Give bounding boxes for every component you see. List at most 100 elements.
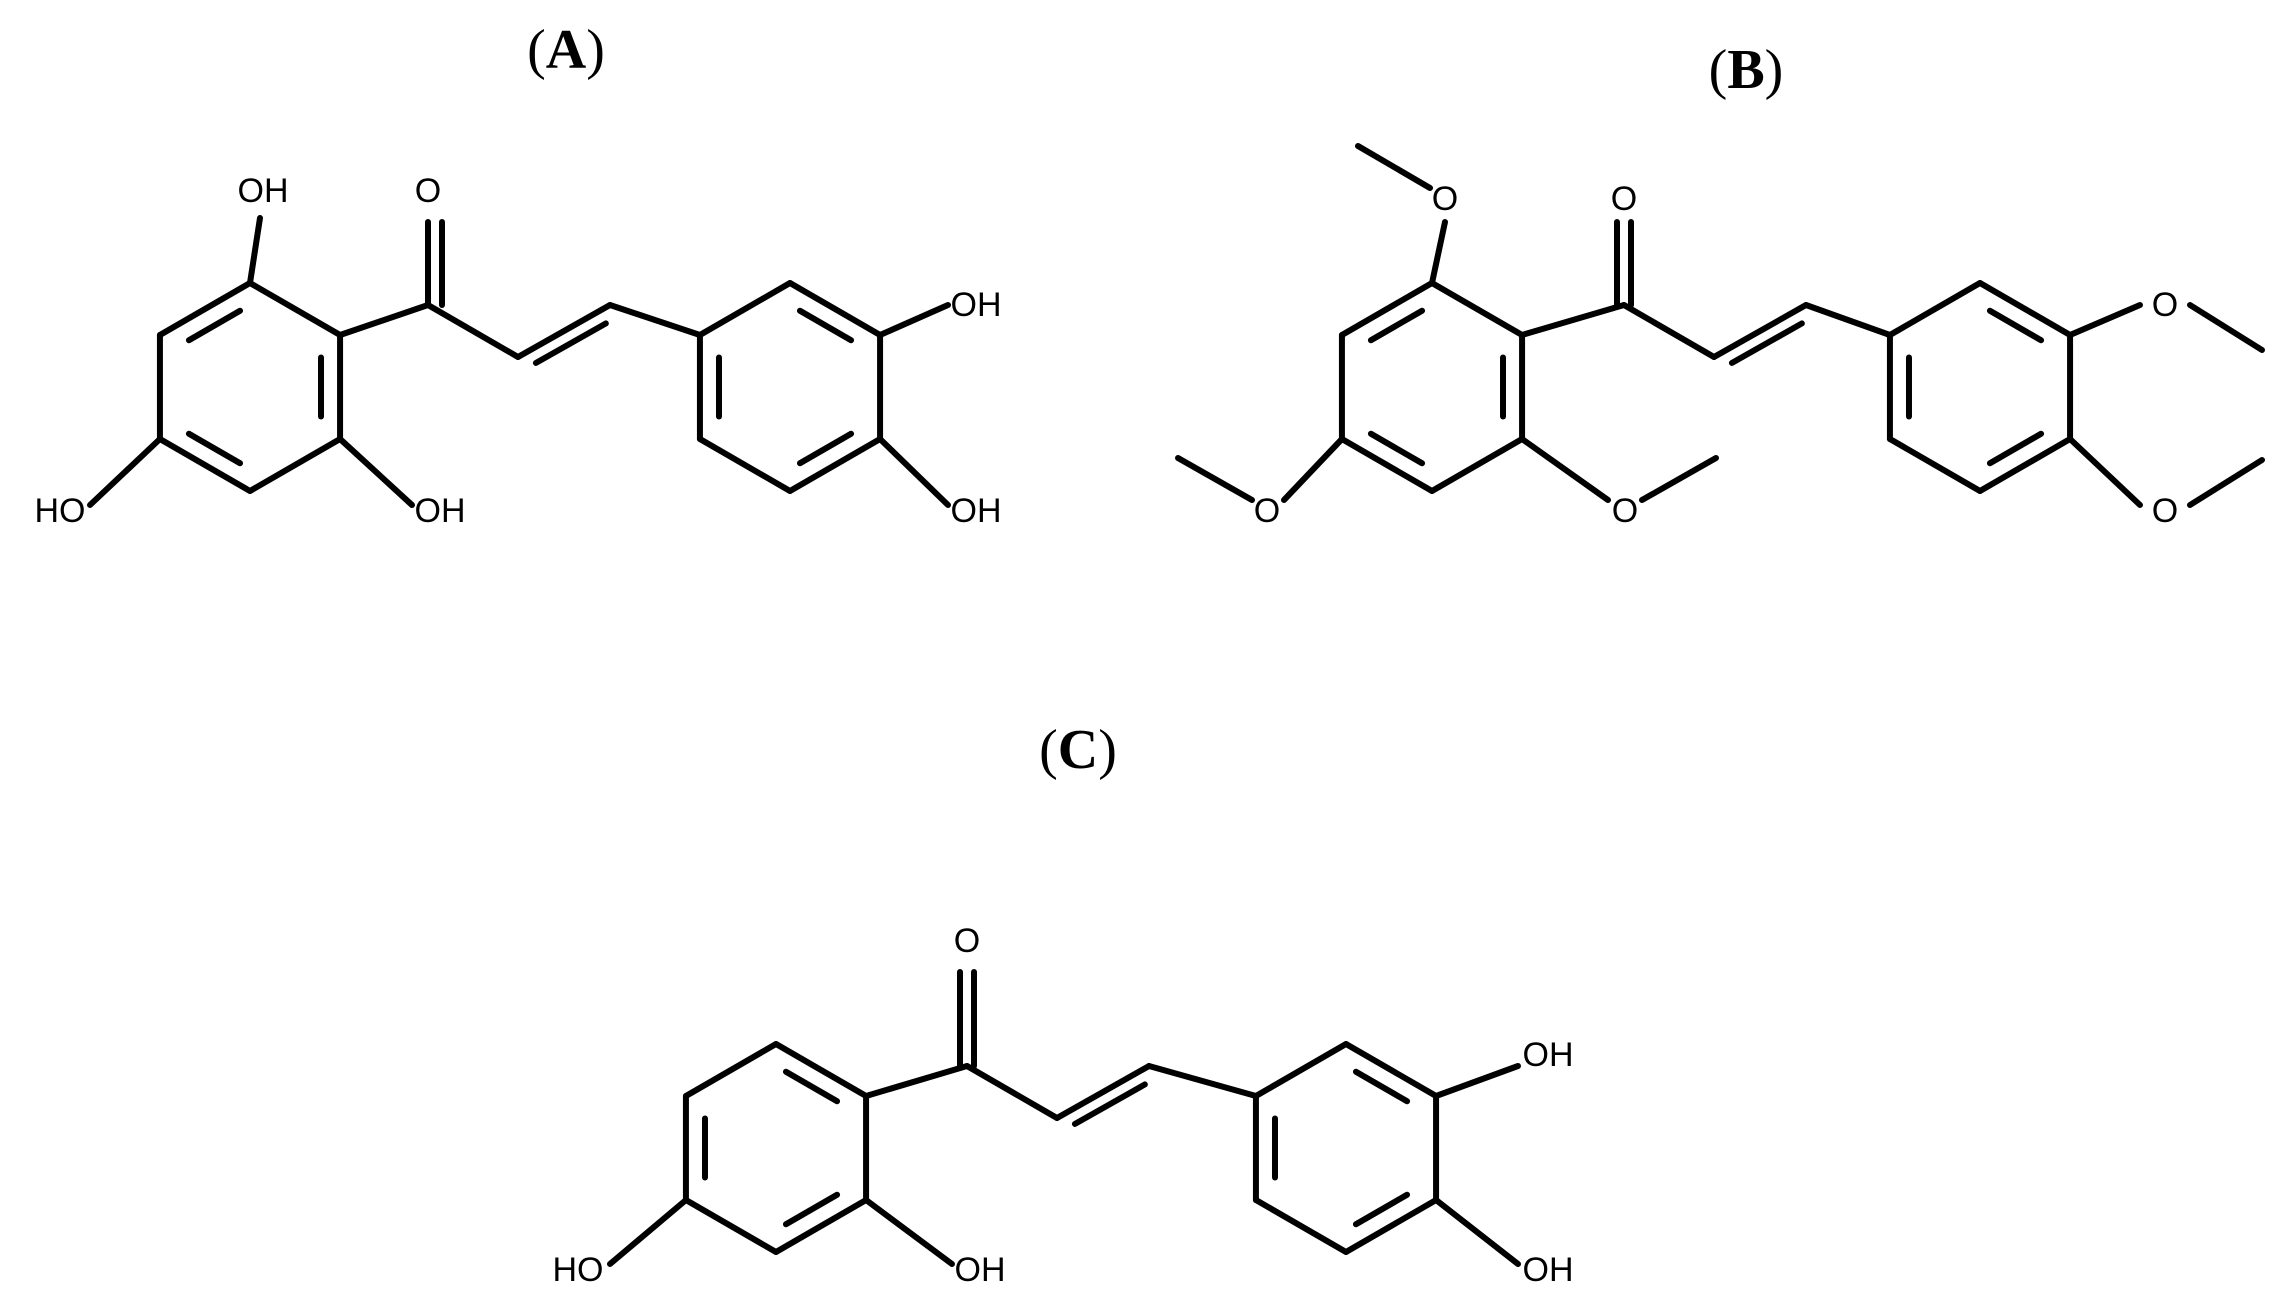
ring-bond xyxy=(787,280,884,338)
panel-b-atom-label: O xyxy=(1254,492,1280,530)
ring-bond xyxy=(156,280,253,338)
bond-line xyxy=(877,436,951,508)
panel-c-atom-label: OH xyxy=(1523,1036,1574,1074)
panel-a-atom-label: HO xyxy=(35,492,86,530)
ring-bond xyxy=(1429,280,1526,338)
ring-bond xyxy=(1343,1197,1440,1255)
ring-double-bond xyxy=(1352,1191,1411,1228)
ring-bond xyxy=(1886,436,1983,494)
ring-bond xyxy=(1338,436,1435,494)
ring-double-bond xyxy=(796,307,855,344)
panel-b: (B) O O O O O O xyxy=(1175,39,2265,530)
bond-line xyxy=(247,215,263,286)
ring-double-bond xyxy=(1367,307,1426,344)
bond-line xyxy=(2067,436,2143,508)
bond-line xyxy=(877,302,951,338)
bond-line xyxy=(863,1197,955,1267)
bond-line xyxy=(607,302,703,338)
ring-bond xyxy=(1252,1041,1349,1099)
ring-bond xyxy=(1252,1197,1349,1255)
double-bond xyxy=(1711,302,1809,360)
double-bond xyxy=(515,302,613,360)
panel-c-atom-label: O xyxy=(954,922,980,960)
panel-a-atom-label: OH xyxy=(415,492,466,530)
ring-double-bond xyxy=(782,1068,841,1105)
panel-a-label: (A) xyxy=(527,19,605,81)
ring-bond xyxy=(1338,280,1435,338)
ring-double-bond xyxy=(1367,430,1426,467)
bond-line xyxy=(425,302,521,360)
ring-bond xyxy=(682,1041,779,1099)
panel-a: (A) OH O OH HO OH OH xyxy=(35,19,1002,530)
panel-a-atom-label: OH xyxy=(238,172,289,210)
bond-line xyxy=(337,436,415,508)
ring-bond xyxy=(1429,436,1526,494)
bond-line xyxy=(1433,1063,1521,1099)
ring-bond xyxy=(773,1197,870,1255)
ring-bond xyxy=(787,436,884,494)
panel-b-atom-label: O xyxy=(1432,180,1458,218)
ring-double-bond xyxy=(1986,307,2045,344)
ring-bond xyxy=(247,280,344,338)
ring-double-bond xyxy=(1352,1068,1411,1105)
bond-line xyxy=(1519,302,1627,338)
panel-c-atom-labels: O OH HO OH OH xyxy=(553,922,1574,1289)
bond-line xyxy=(1146,1063,1259,1099)
ring-bond xyxy=(696,436,793,494)
bond-line xyxy=(607,1197,689,1267)
bond-line xyxy=(1433,1197,1521,1267)
panel-c-atom-label: OH xyxy=(955,1251,1006,1289)
double-bond xyxy=(1071,1081,1148,1127)
bond-line xyxy=(964,1063,1060,1121)
ring-bond xyxy=(1977,280,2074,338)
panel-b-bonds xyxy=(1175,143,2265,508)
panel-c-atom-label: HO xyxy=(553,1251,604,1289)
panel-a-atom-label: O xyxy=(415,172,441,210)
panel-b-atom-label: O xyxy=(2152,286,2178,324)
ring-bond xyxy=(247,436,344,494)
bond-line xyxy=(2067,302,2143,338)
panel-c-atom-label: OH xyxy=(1523,1251,1574,1289)
ring-bond xyxy=(1343,1041,1440,1099)
bond-line xyxy=(1281,436,1345,503)
bond-line xyxy=(2187,457,2265,508)
panel-b-atom-label: O xyxy=(1611,180,1637,218)
double-bond xyxy=(532,320,609,366)
bond-line xyxy=(1429,219,1448,286)
ring-bond xyxy=(682,1197,779,1255)
ring-double-bond xyxy=(185,307,244,344)
panel-c-bonds xyxy=(607,969,1521,1267)
bond-line xyxy=(1355,143,1433,191)
panel-a-atom-label: OH xyxy=(951,492,1002,530)
double-bond xyxy=(1728,320,1805,366)
ring-double-bond xyxy=(185,430,244,467)
panel-c-label: (C) xyxy=(1039,719,1117,781)
panel-b-atom-label: O xyxy=(2152,492,2178,530)
ring-bond xyxy=(1977,436,2074,494)
panel-c: (C) O OH HO OH OH xyxy=(553,719,1574,1289)
panel-a-atom-label: OH xyxy=(951,286,1002,324)
ring-bond xyxy=(1886,280,1983,338)
panel-b-atom-label: O xyxy=(1612,492,1638,530)
ring-double-bond xyxy=(782,1191,841,1228)
panel-a-bonds xyxy=(87,215,951,508)
panel-b-atom-labels: O O O O O O xyxy=(1254,180,2178,530)
ring-bond xyxy=(773,1041,870,1099)
ring-double-bond xyxy=(1986,430,2045,467)
ring-bond xyxy=(696,280,793,338)
bond-line xyxy=(2187,302,2265,353)
ring-double-bond xyxy=(796,430,855,467)
bond-line xyxy=(1175,455,1255,503)
bond-line xyxy=(1639,455,1719,503)
bond-line xyxy=(337,302,431,338)
bond-line xyxy=(1621,302,1717,360)
panel-b-label: (B) xyxy=(1709,39,1784,101)
bond-line xyxy=(1803,302,1893,338)
panel-a-atom-labels: OH O OH HO OH OH xyxy=(35,172,1002,530)
ring-bond xyxy=(156,436,253,494)
bond-line xyxy=(863,1063,970,1099)
bond-line xyxy=(1519,436,1611,503)
double-bond xyxy=(1054,1063,1152,1121)
bond-line xyxy=(87,436,163,508)
